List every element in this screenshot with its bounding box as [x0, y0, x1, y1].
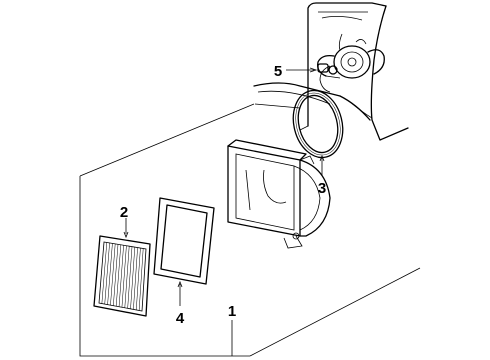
- lens-rib: [127, 246, 133, 309]
- lens-rib: [118, 245, 124, 307]
- lens-rib: [107, 243, 113, 305]
- lens-rib: [136, 248, 141, 310]
- callout-3: 3: [318, 180, 326, 197]
- leader-lines: [123, 67, 325, 356]
- bulb-socket-assembly: [317, 33, 385, 93]
- lens-rib: [124, 246, 130, 308]
- lens-rib: [110, 243, 116, 306]
- lens-gasket-frame: [153, 197, 215, 285]
- callout-1: 1: [228, 303, 236, 320]
- lens-rib: [133, 247, 138, 310]
- vehicle-fender: [253, 2, 409, 141]
- lens-panel: [93, 235, 151, 317]
- callout-labels: 1 2 3 4 5: [120, 63, 326, 327]
- headlamp-retaining-ring: [292, 89, 344, 159]
- lens-rib: [121, 245, 127, 308]
- lens-rib: [113, 244, 119, 306]
- headlamp-housing: [227, 139, 331, 249]
- callout-2: 2: [120, 204, 128, 221]
- lens-rib: [130, 247, 136, 309]
- lens-rib: [115, 244, 122, 307]
- lens-rib: [138, 248, 144, 311]
- assembly-bracket-outline: [79, 103, 421, 357]
- callout-5: 5: [274, 63, 282, 80]
- lens-rib: [101, 242, 108, 304]
- callout-4: 4: [176, 310, 185, 327]
- lens-rib: [104, 242, 110, 305]
- bulb-retainer-part: [317, 63, 338, 75]
